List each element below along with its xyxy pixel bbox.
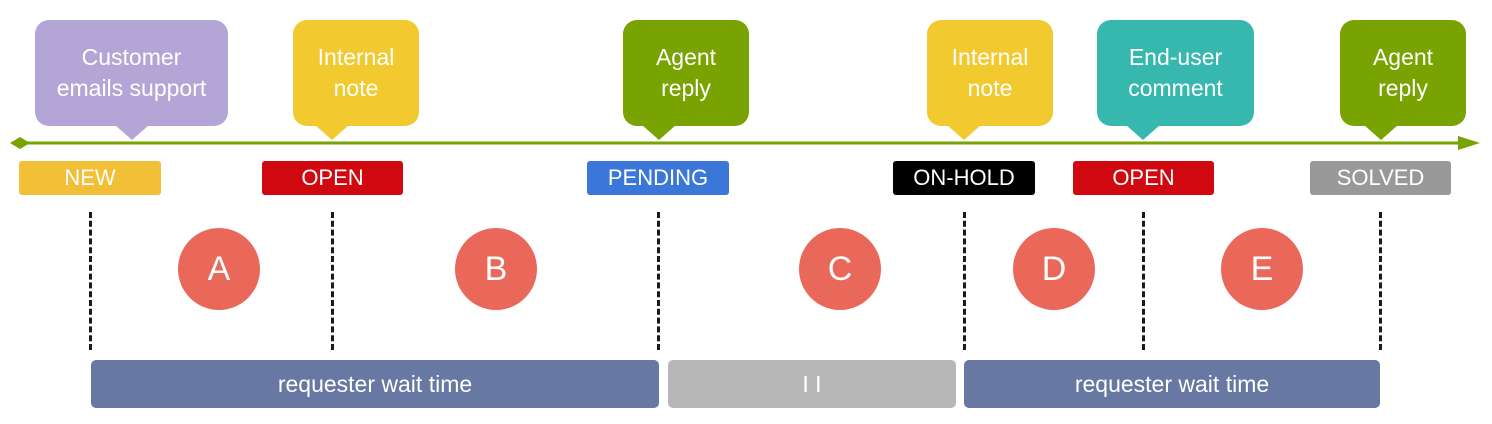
event-divider <box>331 212 334 350</box>
status-badge-open: OPEN <box>1073 161 1214 195</box>
event-bubble-text: Agent reply <box>655 44 717 101</box>
bubble-tail <box>642 125 676 140</box>
event-bubble-text: End-user comment <box>1128 44 1223 101</box>
event-bubble-text: Internal note <box>317 44 395 101</box>
event-divider <box>1142 212 1145 350</box>
timeline-start-diamond <box>10 137 30 149</box>
interval-marker-b: B <box>455 228 537 310</box>
event-divider <box>89 212 92 350</box>
status-badge-on-hold: ON-HOLD <box>893 161 1035 195</box>
event-bubble-customer-emails: Customer emails support <box>35 20 228 140</box>
event-divider <box>657 212 660 350</box>
event-bubble-end-user-comment: End-user comment <box>1097 20 1254 140</box>
event-bubble-agent-reply-1: Agent reply <box>623 20 749 140</box>
paused-bar: I I <box>668 360 956 408</box>
event-bubble-internal-note-1: Internal note <box>293 20 419 140</box>
event-bubble-agent-reply-2: Agent reply <box>1340 20 1466 140</box>
interval-marker-a: A <box>178 228 260 310</box>
interval-marker-d: D <box>1013 228 1095 310</box>
event-bubble-text: Agent reply <box>1372 44 1434 101</box>
event-bubble-text: Internal note <box>951 44 1029 101</box>
event-divider <box>1379 212 1382 350</box>
bubble-tail <box>947 125 981 140</box>
event-divider <box>963 212 966 350</box>
bubble-tail <box>1364 125 1398 140</box>
bubble-tail <box>115 125 149 140</box>
requester-wait-time-bar: requester wait time <box>91 360 659 408</box>
bubble-tail <box>315 125 349 140</box>
status-badge-pending: PENDING <box>587 161 729 195</box>
status-badge-new: NEW <box>19 161 161 195</box>
status-badge-open: OPEN <box>262 161 403 195</box>
event-bubble-internal-note-2: Internal note <box>927 20 1053 140</box>
status-badge-solved: SOLVED <box>1310 161 1451 195</box>
interval-marker-e: E <box>1221 228 1303 310</box>
bubble-tail <box>1126 125 1160 140</box>
interval-marker-c: C <box>799 228 881 310</box>
event-bubble-text: Customer emails support <box>56 44 207 101</box>
timeline-arrowhead <box>1458 136 1480 150</box>
requester-wait-time-bar: requester wait time <box>964 360 1380 408</box>
